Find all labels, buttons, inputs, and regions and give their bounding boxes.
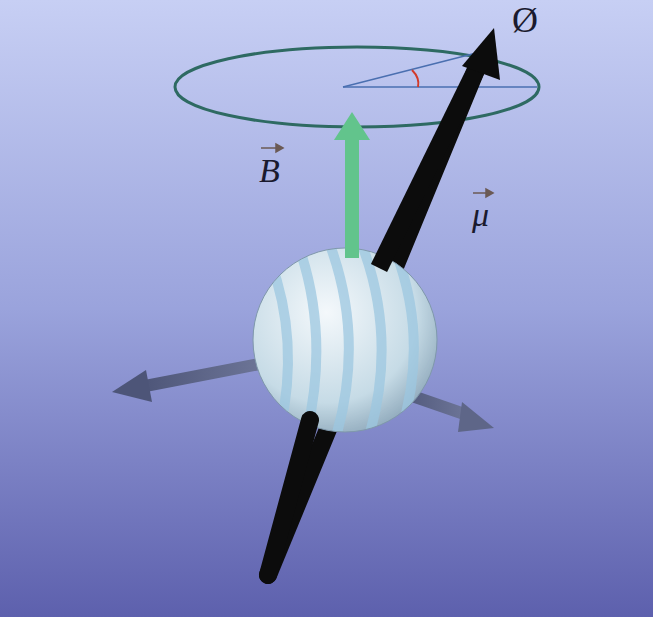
field-arrow	[345, 135, 359, 258]
field-symbol: B	[259, 154, 280, 188]
arrow-head	[458, 402, 494, 432]
angle-symbol: Ø	[512, 2, 538, 38]
arrow-head	[462, 28, 500, 80]
moment-symbol: μ	[472, 198, 489, 232]
vector-accent	[261, 144, 493, 197]
sphere-outline	[253, 248, 437, 432]
sphere-stripes	[270, 245, 442, 440]
moment-axis	[268, 420, 310, 575]
reference-line	[343, 86, 537, 88]
moment-arrow	[379, 70, 476, 268]
angle-arc	[412, 70, 418, 87]
arrow-head	[334, 112, 370, 140]
axis-arrow	[140, 362, 270, 387]
arrow-head	[112, 370, 152, 402]
